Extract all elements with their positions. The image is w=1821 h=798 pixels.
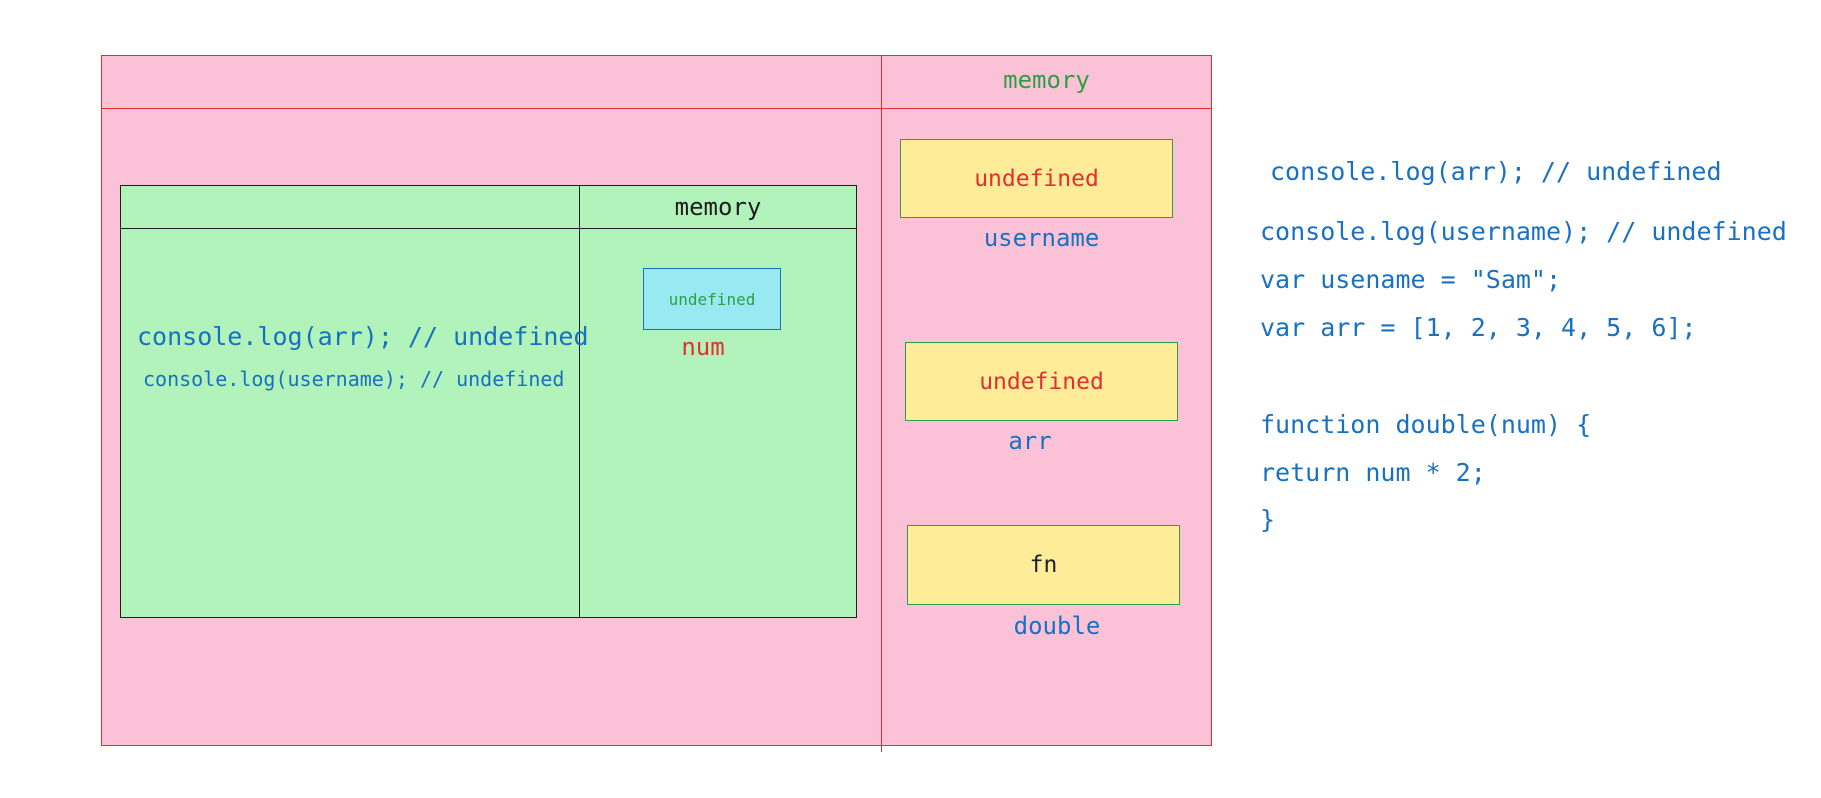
source-code-line: console.log(username); // undefined: [1260, 217, 1787, 246]
double-value-box: fn: [907, 525, 1180, 605]
function-code-line: console.log(username); // undefined: [143, 367, 565, 391]
global-context-column-divider: [881, 55, 882, 752]
double-variable-label: double: [1013, 612, 1101, 640]
source-code-line: var arr = [1, 2, 3, 4, 5, 6];: [1260, 313, 1697, 342]
source-code-line: function double(num) {: [1260, 410, 1592, 439]
username-variable-label: username: [983, 224, 1100, 252]
arr-value-box: undefined: [905, 342, 1178, 421]
global-memory-title: memory: [1003, 66, 1090, 94]
function-context-header-divider: [120, 228, 857, 229]
num-value-box: undefined: [643, 268, 781, 330]
source-code-line: var usename = "Sam";: [1260, 265, 1562, 294]
function-memory-title: memory: [674, 193, 762, 221]
global-context-header-divider: [101, 108, 1212, 109]
source-code-line: console.log(arr); // undefined: [1270, 157, 1722, 186]
function-code-line: console.log(arr); // undefined: [137, 322, 589, 351]
function-execution-context: [120, 185, 857, 618]
arr-variable-label: arr: [1008, 427, 1052, 455]
num-variable-label: num: [681, 333, 725, 361]
source-code-line: }: [1260, 505, 1276, 534]
username-value-box: undefined: [900, 139, 1173, 218]
function-context-column-divider: [579, 185, 580, 618]
source-code-line: return num * 2;: [1260, 458, 1486, 487]
